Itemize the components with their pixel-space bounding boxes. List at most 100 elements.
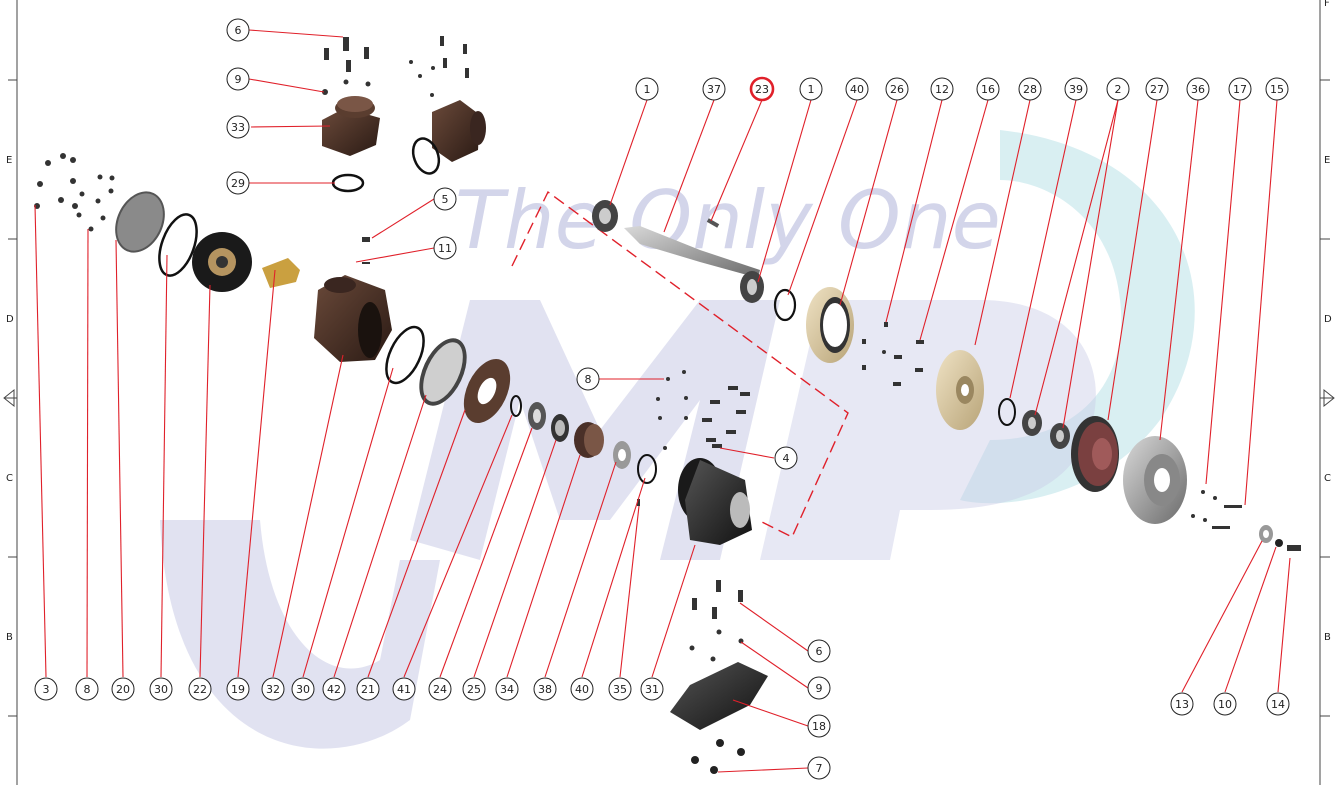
callout-balloon: 20: [111, 677, 135, 701]
bolt-icon: [324, 37, 369, 72]
callout-balloon: 40: [570, 677, 594, 701]
bearing-icon: [592, 200, 618, 232]
callout-circle: [1265, 77, 1289, 101]
nut-icon: [691, 739, 745, 774]
seal-icon: [551, 414, 569, 442]
callout-circle: [226, 171, 250, 195]
callout-circle: [885, 77, 909, 101]
callout-balloon: 29: [226, 171, 250, 195]
callout-circle: [428, 677, 452, 701]
callout-circle: [226, 115, 250, 139]
callout-circle: [291, 677, 315, 701]
callout-balloon: 6: [226, 18, 250, 42]
callout-balloon: 1: [799, 77, 823, 101]
callout-number: 40: [850, 83, 864, 96]
cam-icon: [262, 258, 300, 288]
callout-circle: [749, 76, 775, 102]
watermark-text: The Only One: [455, 174, 1001, 267]
callout-circle: [799, 77, 823, 101]
callout-number: 23: [755, 83, 769, 96]
leader-lines: [34, 29, 1291, 773]
callout-circle: [807, 676, 831, 700]
callout-number: 8: [585, 373, 592, 386]
impeller-icon: [192, 232, 252, 292]
callout-number: 8: [84, 683, 91, 696]
callout-balloon: 23: [749, 76, 775, 102]
callout-circle: [75, 677, 99, 701]
nut-icon: [1275, 539, 1283, 547]
callout-number: 28: [1023, 83, 1037, 96]
callout-number: 6: [235, 24, 242, 37]
pump-housing-icon: [314, 275, 392, 362]
callout-circle: [1186, 77, 1210, 101]
callout-balloon: 30: [149, 677, 173, 701]
bolt-icon: [362, 237, 370, 264]
callout-balloon: 38: [533, 677, 557, 701]
callout-balloon: 22: [188, 677, 212, 701]
o-ring-icon: [411, 137, 441, 175]
callout-circle: [1228, 77, 1252, 101]
callout-circle: [533, 677, 557, 701]
callout-circle: [433, 236, 457, 260]
callout-circle: [322, 677, 346, 701]
gasket-icon: [463, 359, 511, 423]
callout-circle: [845, 77, 869, 101]
callout-circle: [1213, 692, 1237, 716]
callout-number: 29: [231, 177, 245, 190]
callout-balloon: 18: [807, 714, 831, 738]
callout-number: 1: [644, 83, 651, 96]
callout-circle: [807, 714, 831, 738]
bearing-icon: [1050, 423, 1070, 449]
bolt-icon: [862, 322, 924, 386]
bearing-icon: [574, 422, 604, 458]
circlip-icon: [637, 454, 657, 484]
watermark: The Only One: [160, 130, 1195, 749]
callout-balloon: 35: [608, 677, 632, 701]
bolt-icon: [409, 36, 469, 97]
callout-number: 19: [231, 683, 245, 696]
callout-number: 30: [296, 683, 310, 696]
callout-number: 33: [231, 121, 245, 134]
callout-circle: [702, 77, 726, 101]
callout-balloon: 42: [322, 677, 346, 701]
callout-number: 31: [645, 683, 659, 696]
callout-circle: [462, 677, 486, 701]
bolt-icon: [1287, 545, 1301, 551]
frame-letter-left: B: [6, 632, 13, 643]
callout-circle: [1170, 692, 1194, 716]
callout-balloon: 30: [291, 677, 315, 701]
callout-circle: [1064, 77, 1088, 101]
frame-letter-right: C: [1324, 473, 1331, 484]
callout-number: 16: [981, 83, 995, 96]
callout-circle: [640, 677, 664, 701]
callout-balloon: 21: [356, 677, 380, 701]
callout-number: 12: [935, 83, 949, 96]
callout-number: 25: [467, 683, 481, 696]
callout-balloon: 14: [1266, 692, 1290, 716]
screw-icon: [34, 153, 115, 232]
callout-number: 13: [1175, 698, 1189, 711]
bearing-icon: [740, 271, 764, 303]
callout-balloon: 28: [1018, 77, 1042, 101]
base-bracket-icon: [670, 662, 768, 730]
callout-balloon: 8: [75, 677, 99, 701]
callout-number: 24: [433, 683, 447, 696]
callout-circle: [111, 677, 135, 701]
callout-number: 26: [890, 83, 904, 96]
callout-circle: [226, 677, 250, 701]
callout-number: 34: [500, 683, 514, 696]
o-ring-icon: [385, 325, 425, 385]
callout-number: 4: [783, 452, 790, 465]
callout-number: 15: [1270, 83, 1284, 96]
callout-number: 18: [812, 720, 826, 733]
frame-letter-left: D: [6, 314, 14, 325]
circlip-icon: [510, 395, 522, 417]
callout-number: 40: [575, 683, 589, 696]
callout-number: 38: [538, 683, 552, 696]
callout-number: 14: [1271, 698, 1285, 711]
callout-balloon: 6: [807, 639, 831, 663]
callout-balloon: 13: [1170, 692, 1194, 716]
shaft-icon: [624, 226, 760, 278]
callout-balloon: 7: [807, 756, 831, 780]
